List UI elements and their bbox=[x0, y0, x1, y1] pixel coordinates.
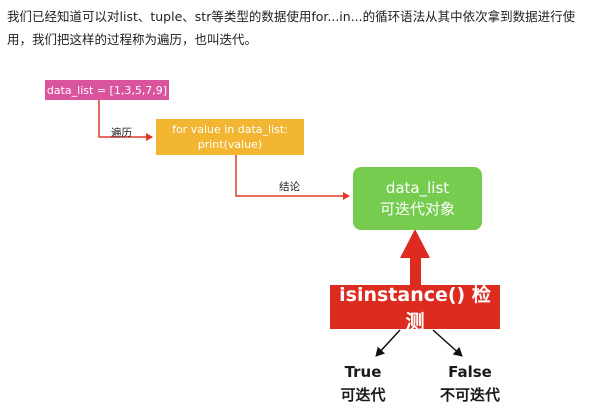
for-loop-line2: print(value) bbox=[197, 138, 263, 151]
outcome-true-value: True bbox=[344, 363, 382, 381]
check-arrow-head bbox=[400, 229, 430, 258]
outcome-true: True 可迭代 bbox=[333, 361, 393, 407]
false-arrow bbox=[432, 329, 463, 357]
iterable-name: data_list bbox=[385, 178, 450, 197]
true-arrow bbox=[375, 329, 401, 357]
data-list-code-box: data_list = [1,3,5,7,9] bbox=[45, 80, 169, 100]
traverse-label: 遍历 bbox=[111, 127, 132, 139]
for-loop-line1: for value in data_list: bbox=[172, 123, 288, 136]
outcome-true-meaning: 可迭代 bbox=[340, 386, 386, 404]
data-list-code-text: data_list = [1,3,5,7,9] bbox=[46, 83, 168, 97]
intro-paragraph: 我们已经知道可以对list、tuple、str等类型的数据使用for...in.… bbox=[7, 9, 576, 47]
outcome-false-value: False bbox=[448, 363, 492, 381]
conclusion-label: 结论 bbox=[279, 181, 300, 193]
isinstance-check-box: isinstance() 检测 bbox=[330, 284, 500, 333]
outcome-false: False 不可迭代 bbox=[430, 361, 510, 407]
iterable-caption: 可迭代对象 bbox=[379, 199, 455, 218]
iterable-object-box: data_list 可迭代对象 bbox=[353, 167, 482, 230]
traverse-arrow bbox=[98, 100, 153, 141]
isinstance-check-text: isinstance() 检测 bbox=[339, 284, 491, 333]
outcome-false-meaning: 不可迭代 bbox=[439, 386, 500, 404]
for-loop-box: for value in data_list: print(value) bbox=[156, 119, 304, 155]
conclusion-arrow bbox=[235, 155, 350, 200]
check-arrow-shaft bbox=[410, 250, 421, 286]
